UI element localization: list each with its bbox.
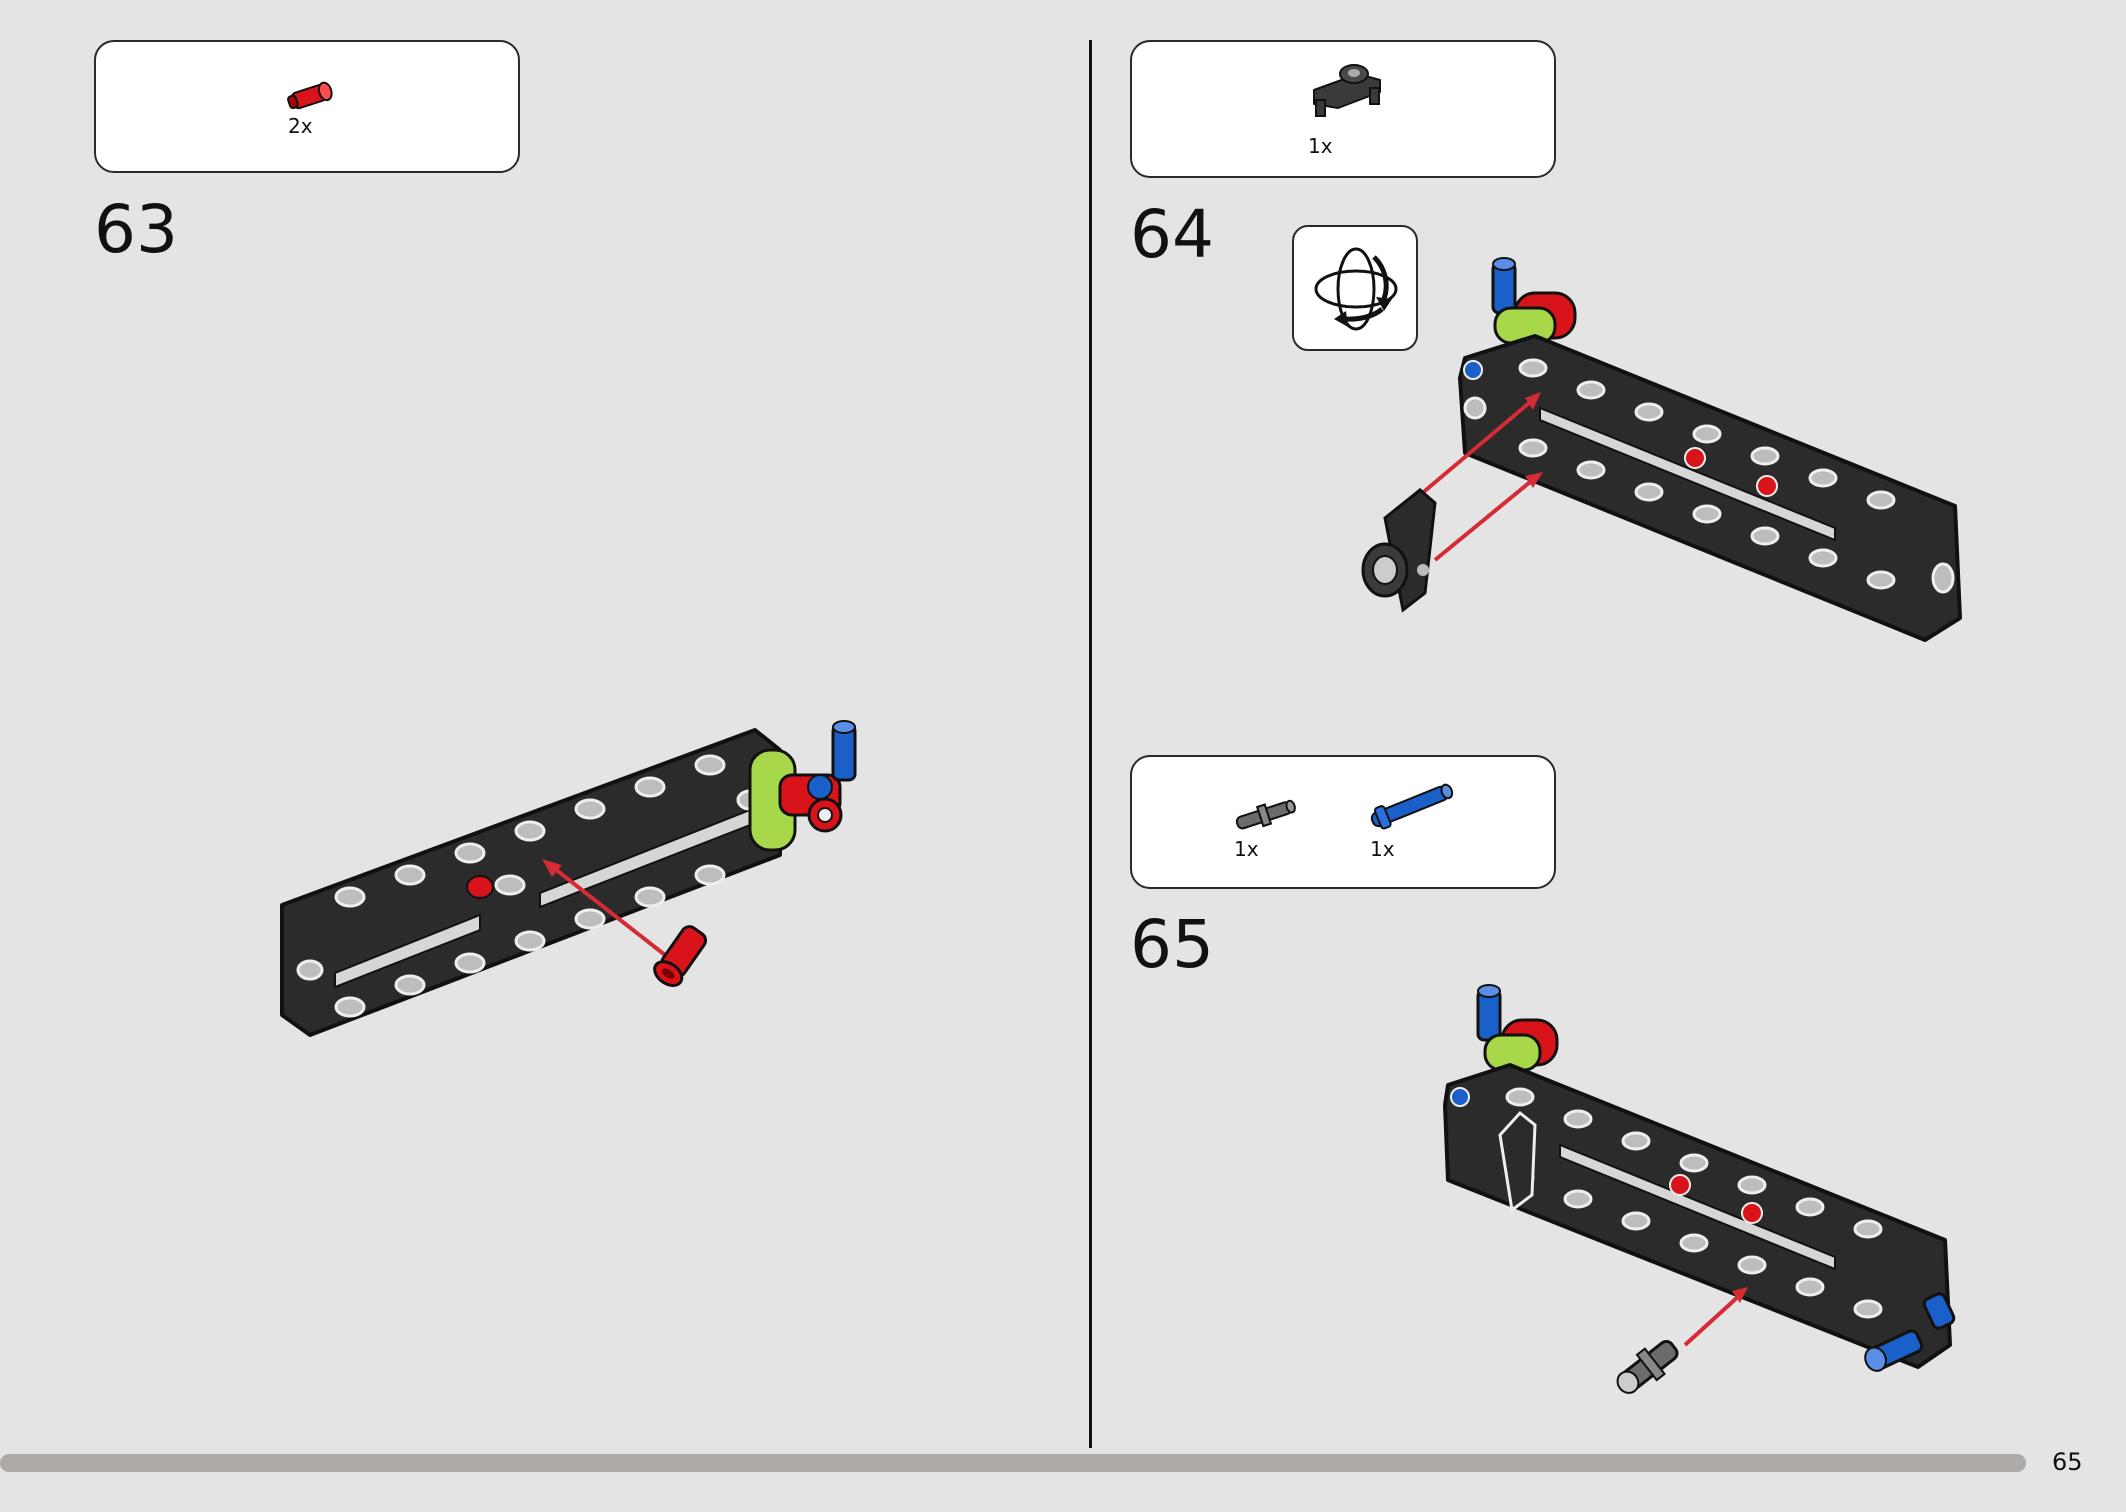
- step-63-assembly: [280, 720, 857, 1037]
- step-65-assembly: [1443, 984, 1956, 1394]
- loose-red-pin: [653, 925, 708, 987]
- step-number-64: 64: [1130, 196, 1214, 273]
- part-quantity: 2x: [288, 114, 313, 138]
- progress-bar: [0, 1454, 2026, 1472]
- red-pin-icon: [287, 81, 333, 110]
- step-number-63: 63: [94, 191, 178, 268]
- part-quantity: 1x: [1308, 134, 1333, 158]
- blue-axle-pin: [831, 720, 857, 782]
- part-quantity: 1x: [1370, 837, 1395, 861]
- page-divider: [1089, 40, 1092, 1448]
- dark-gray-liftarm-icon: [1313, 64, 1381, 117]
- step-64-assembly: [1361, 257, 1962, 642]
- gray-axle-pin-icon: [1235, 799, 1296, 830]
- blue-axle-pin-icon: [1370, 783, 1454, 830]
- red-connector: [778, 773, 843, 833]
- page-number: 65: [2052, 1448, 2083, 1476]
- inserted-red-pin: [466, 875, 494, 899]
- step-65-parts-box: 1x 1x: [1130, 755, 1556, 889]
- step-63-parts-box: 2x: [94, 40, 520, 173]
- loose-liftarm: [1361, 488, 1437, 613]
- rotate-model-callout: [1292, 225, 1418, 351]
- step-64-parts-box: 1x: [1130, 40, 1556, 178]
- rotate-model-icon: [1314, 247, 1398, 331]
- loose-gray-axle-pin: [1616, 1339, 1679, 1394]
- insertion-arrow: [542, 859, 667, 957]
- part-quantity: 1x: [1234, 837, 1259, 861]
- step-number-65: 65: [1130, 906, 1214, 983]
- dark-gray-beam-frame: [1443, 1063, 1952, 1369]
